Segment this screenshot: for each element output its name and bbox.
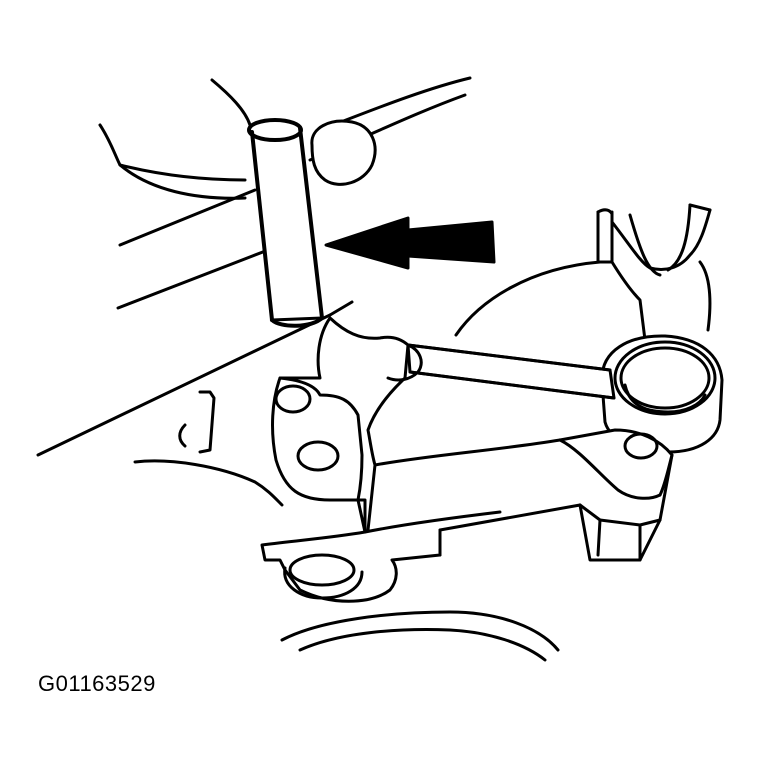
connecting-rod bbox=[406, 343, 616, 400]
pin-tube bbox=[247, 118, 324, 328]
shift-fork bbox=[596, 203, 712, 342]
direction-arrow-icon bbox=[324, 216, 496, 270]
curved-plate bbox=[454, 260, 614, 337]
base-contour bbox=[133, 459, 284, 507]
figure-id-label: G01163529 bbox=[38, 671, 156, 696]
lower-hole bbox=[296, 440, 340, 472]
small-bracket bbox=[178, 390, 216, 454]
lever-pivot-hole bbox=[623, 432, 659, 460]
upper-hole bbox=[274, 384, 312, 414]
lower-housing-arcs bbox=[280, 610, 560, 662]
upper-housing bbox=[98, 76, 472, 200]
lever-plate bbox=[260, 316, 674, 603]
plate-holes bbox=[274, 384, 659, 472]
finger-grip bbox=[310, 119, 377, 186]
lower-bushing bbox=[283, 553, 364, 600]
